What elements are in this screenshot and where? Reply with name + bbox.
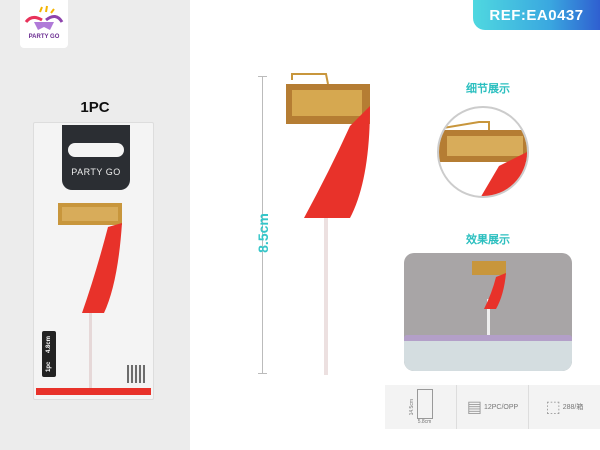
dimension-line [262,76,263,374]
package-brand: PARTY GO [71,167,121,177]
package-width: 5.8cm [417,419,432,425]
logo-text: PARTY GO [28,34,60,40]
dimension-tick-top [258,76,267,77]
detail-closeup [439,121,527,196]
package-icon [416,389,433,419]
left-panel: PARTY GO 1PC PARTY GO 1pc 4.8cm [0,0,190,450]
quantity-label: 1PC [80,99,110,116]
opp-bag-icon: ▤ [466,399,482,416]
ref-badge: REF:EA0437 [473,0,600,30]
package-height: 14.5cm [408,398,415,416]
hang-hole [68,143,124,157]
package-card: PARTY GO 1pc 4.8cm [33,122,154,400]
packaging-info: 14.5cm 5.8cm ▤ 12PC/OPP ⬚ 288/箱 [385,385,600,429]
candle-on-cake [472,261,506,339]
detail-circle [437,106,529,198]
size-tag: 1pc 4.8cm [42,331,56,377]
red-bar [36,388,151,395]
carton-box-icon: ⬚ [545,399,561,416]
package-size-cell: 14.5cm 5.8cm [385,385,457,429]
dimension-label: 8.5cm [255,213,271,253]
cake [404,341,572,371]
candle-seven-small [58,203,122,393]
effect-label: 效果展示 [466,234,510,246]
tag-size: 4.8cm [46,335,52,353]
candle-seven-large [286,73,370,375]
carton-cell: ⬚ 288/箱 [529,385,600,429]
dimension-tick-bottom [258,373,267,374]
cake-icing [404,335,572,345]
package-header: PARTY GO [62,125,130,190]
tag-qty: 1pc [46,362,52,373]
brand-logo: PARTY GO [20,0,68,48]
effect-photo [404,253,572,371]
carton-count: 288/箱 [562,404,584,411]
opp-cell: ▤ 12PC/OPP [457,385,529,429]
detail-label: 细节展示 [466,83,510,95]
opp-count: 12PC/OPP [483,403,519,411]
mask-icon [24,5,64,30]
qr-code [127,365,145,383]
